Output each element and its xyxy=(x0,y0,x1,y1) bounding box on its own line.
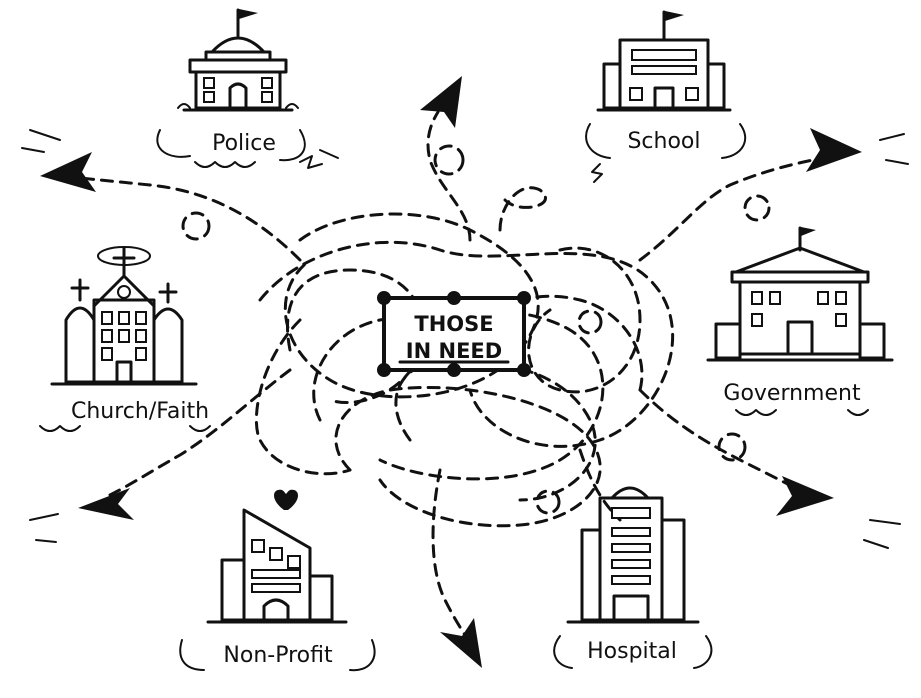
node-church: Church/Faith xyxy=(39,246,211,432)
center-box: THOSE IN NEED xyxy=(377,291,531,377)
arrow-icon xyxy=(776,476,834,516)
heart-icon xyxy=(274,489,298,510)
node-label-church: Church/Faith xyxy=(71,399,209,424)
node-label-police: Police xyxy=(212,131,276,156)
node-label-school: School xyxy=(627,129,700,154)
node-label-nonprofit: Non-Profit xyxy=(223,643,333,668)
node-label-hospital: Hospital xyxy=(587,639,677,664)
arrow-icon xyxy=(78,488,134,520)
arrow-icon xyxy=(806,128,862,172)
node-police: Police xyxy=(156,8,306,168)
school-building-icon xyxy=(596,10,732,112)
church-icon xyxy=(50,246,198,386)
arrow-icon xyxy=(40,152,96,192)
node-school: School xyxy=(585,10,747,183)
arrow-icon xyxy=(440,618,482,668)
node-hospital: Hospital xyxy=(553,486,713,669)
arrow-icon xyxy=(420,76,462,128)
flag-icon xyxy=(239,9,258,19)
node-government: Government xyxy=(706,226,894,416)
arrowheads xyxy=(40,76,862,668)
center-title-line2: IN NEED xyxy=(406,339,502,363)
government-building-icon xyxy=(706,226,894,362)
cross-icon xyxy=(112,246,136,278)
node-label-government: Government xyxy=(723,381,861,406)
office-building-heart-icon xyxy=(206,489,348,624)
flag-icon xyxy=(801,227,816,236)
capitol-building-icon xyxy=(177,8,299,112)
decorative-scribbles xyxy=(21,129,909,549)
center-title-line1: THOSE xyxy=(414,312,493,336)
hospital-building-icon xyxy=(566,486,700,624)
node-nonprofit: Non-Profit xyxy=(179,489,376,672)
flag-icon xyxy=(665,11,684,21)
tangled-paths xyxy=(78,110,842,642)
